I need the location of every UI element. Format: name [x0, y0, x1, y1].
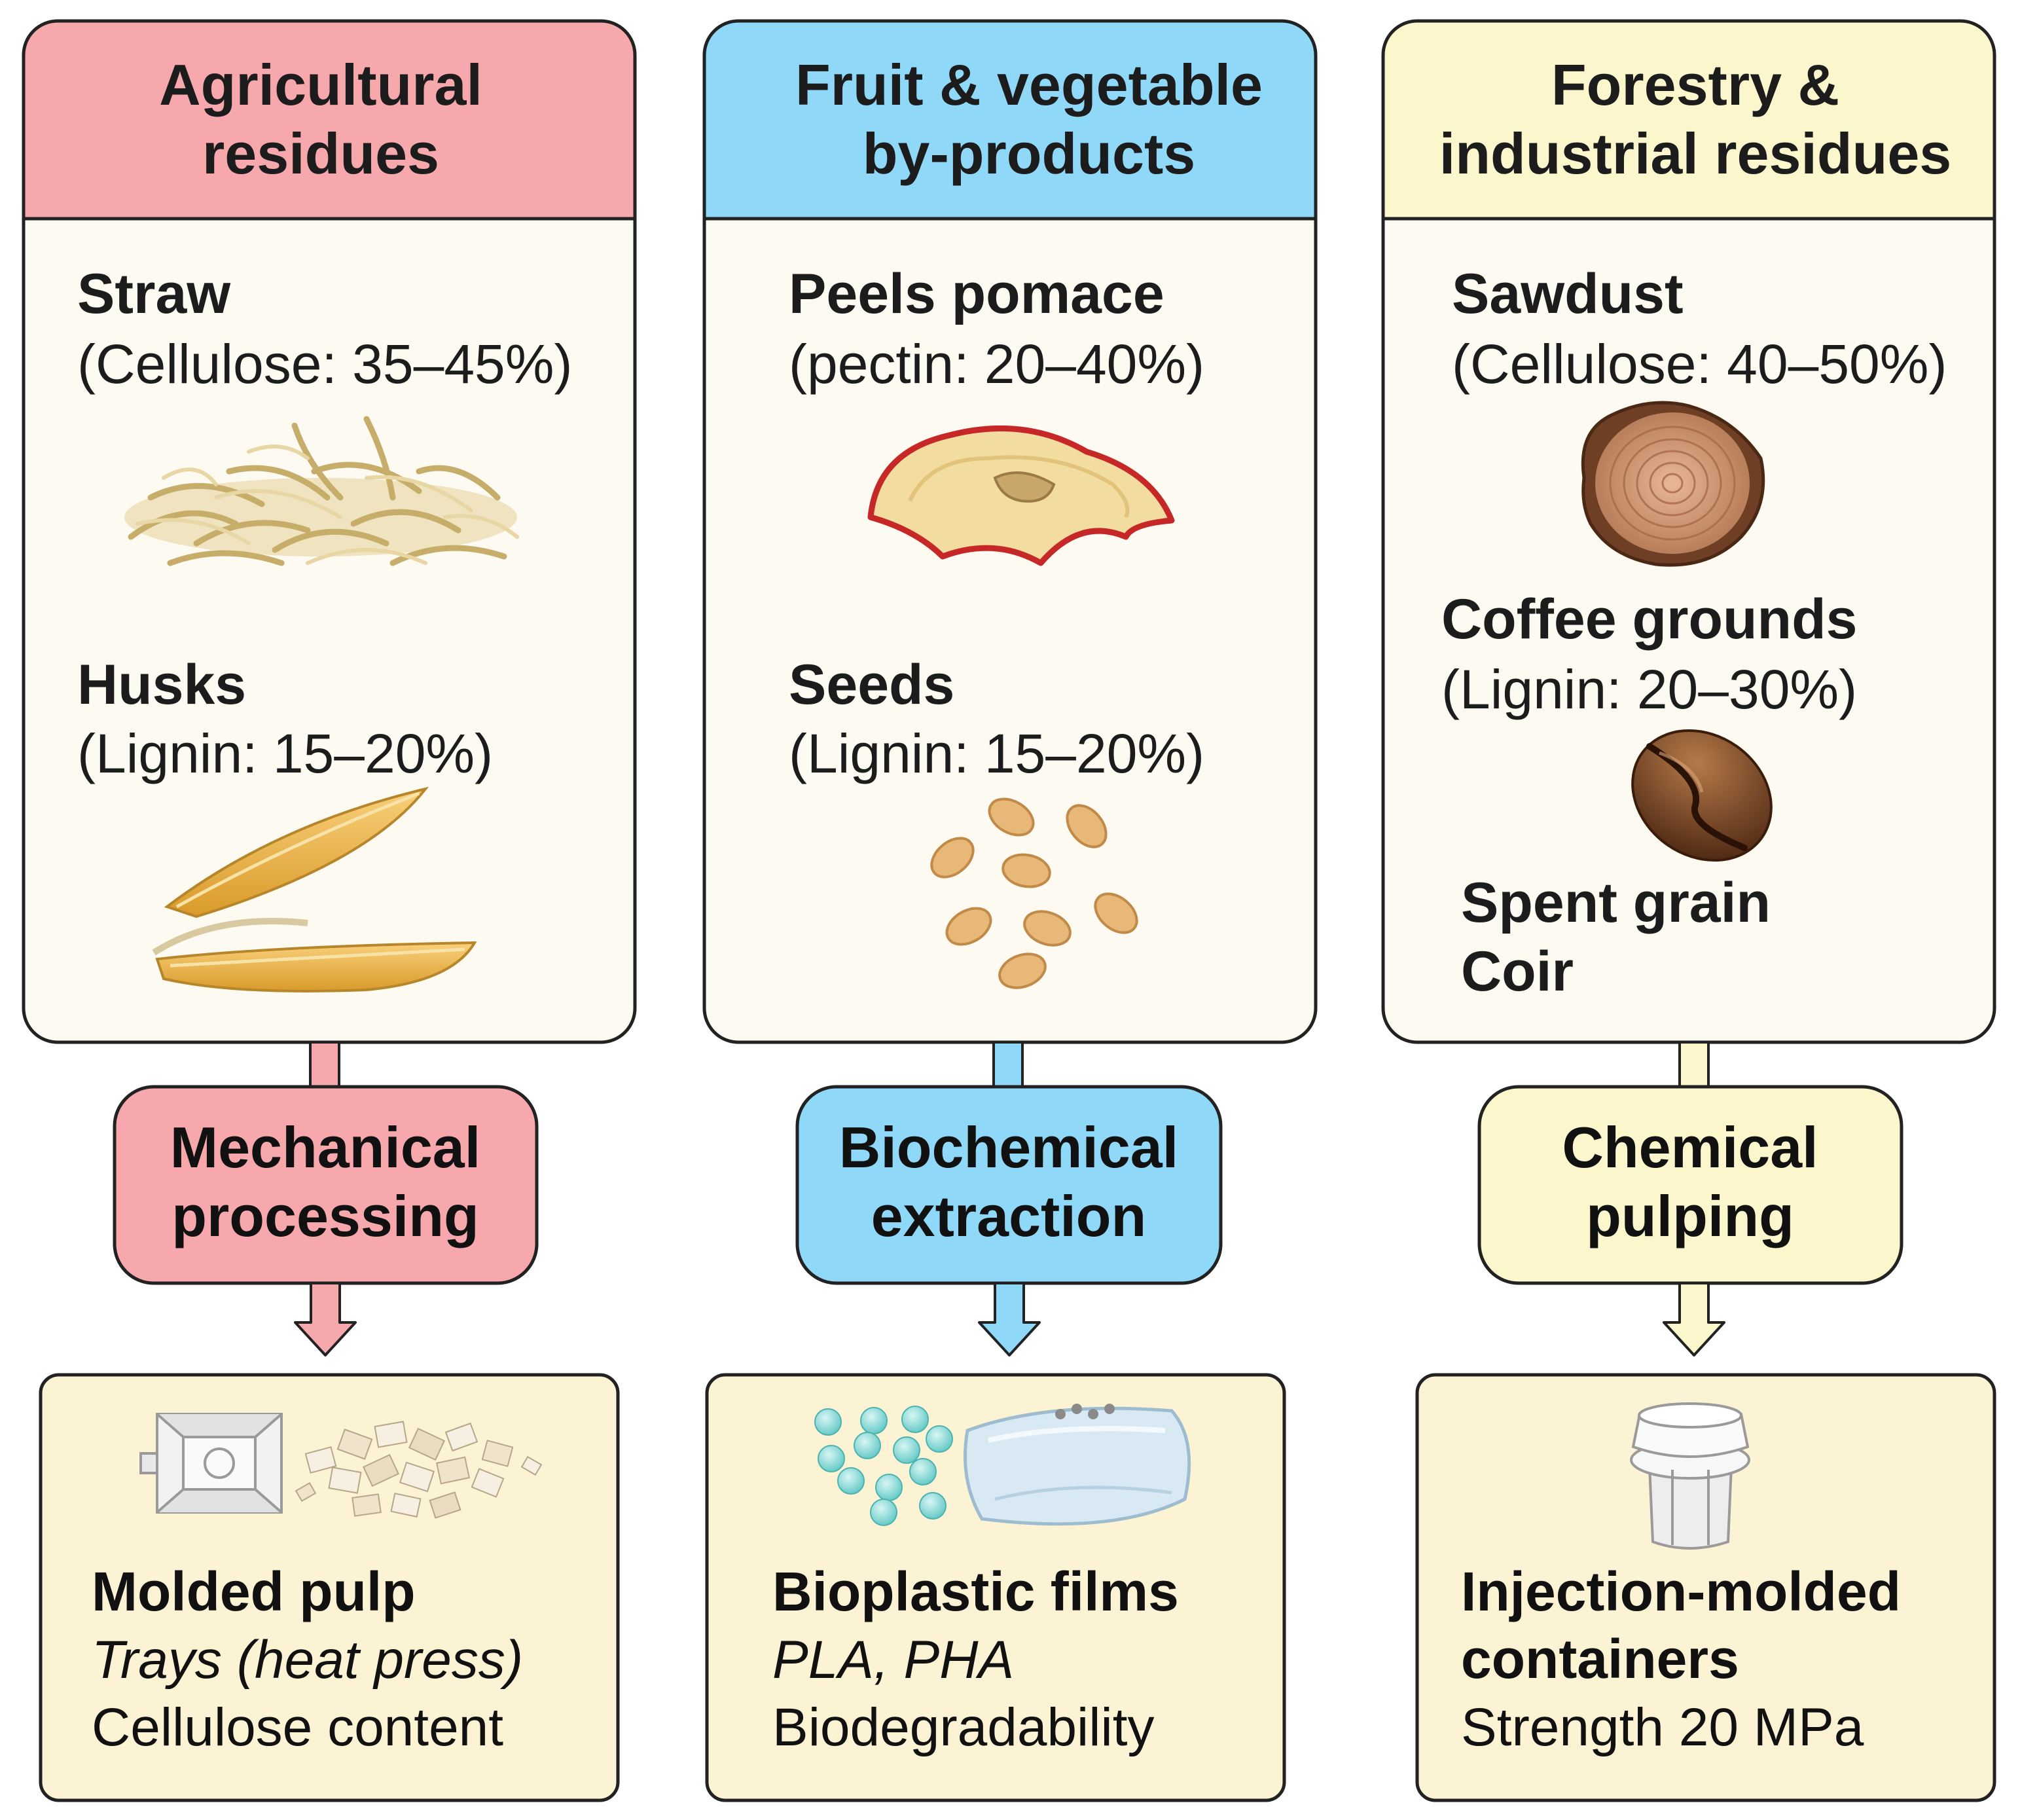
output-title-line1: Injection-molded	[1461, 1561, 1901, 1622]
column-agricultural: Agricultural residues Straw (Cellulose: …	[22, 19, 637, 1044]
output-note: Cellulose content	[92, 1698, 503, 1757]
header-line2: residues	[202, 121, 439, 186]
arrow-down-fruit	[978, 1282, 1041, 1356]
process-line1: Mechanical	[170, 1115, 480, 1180]
process-line2: processing	[171, 1184, 478, 1248]
item-detail-peels: (pectin: 20–40%)	[789, 333, 1204, 395]
process-line1: Biochemical	[839, 1115, 1178, 1180]
process-biochemical: Biochemical extraction	[795, 1085, 1223, 1285]
output-note: Biodegradability	[772, 1698, 1155, 1757]
pulp-flakes-icon	[295, 1421, 543, 1519]
header-band	[24, 21, 635, 219]
item-detail-seeds: (Lignin: 15–20%)	[789, 723, 1204, 784]
item-detail-straw: (Cellulose: 35–45%)	[77, 333, 572, 395]
process-mechanical: Mechanical processing	[113, 1085, 539, 1285]
arrow-down-agri	[294, 1282, 357, 1356]
item-label-coir: Coir	[1461, 940, 1574, 1003]
arrows-bottom	[294, 1282, 1725, 1356]
header-band	[704, 21, 1316, 219]
item-label-husks: Husks	[77, 653, 246, 716]
arrow-down-forest	[1663, 1282, 1725, 1356]
rice-husk-icon	[152, 786, 477, 992]
item-label-straw: Straw	[77, 263, 231, 325]
output-injection-molded: Injection-molded containers Strength 20 …	[1415, 1373, 1996, 1802]
connector-fruit	[992, 1041, 1024, 1089]
header-line2: industrial residues	[1439, 121, 1951, 186]
bioplastic-pellets-icon	[814, 1406, 953, 1526]
header-band	[1383, 21, 1994, 219]
output-box	[1415, 1373, 1996, 1802]
container-icon	[1630, 1402, 1750, 1550]
connector-forest	[1678, 1041, 1710, 1089]
column-forestry-industrial: Forestry & industrial residues Sawdust (…	[1381, 19, 1996, 1044]
wood-slice-icon	[1581, 401, 1765, 567]
item-label-seeds: Seeds	[789, 653, 954, 716]
plastic-bag-icon	[964, 1404, 1191, 1526]
header-line1: Agricultural	[159, 52, 482, 117]
column-fruit-vegetable: Fruit & vegetable by-products Peels poma…	[702, 19, 1318, 1044]
item-label-spent-grain: Spent grain	[1461, 871, 1771, 934]
output-title: Molded pulp	[92, 1561, 416, 1622]
output-title-line2: containers	[1461, 1628, 1739, 1690]
coffee-bean-icon	[1631, 729, 1773, 862]
process-line2: pulping	[1586, 1184, 1794, 1248]
item-label-sawdust: Sawdust	[1452, 263, 1684, 325]
output-bioplastic-films: Bioplastic films PLA, PHA Biodegradabili…	[705, 1373, 1286, 1802]
output-italic: Trays (heat press)	[92, 1630, 523, 1690]
header-line1: Forestry &	[1551, 52, 1839, 117]
item-label-coffee: Coffee grounds	[1441, 588, 1857, 651]
connectors-top	[309, 1041, 1710, 1089]
header-line1: Fruit & vegetable	[795, 52, 1263, 117]
item-label-peels: Peels pomace	[789, 263, 1164, 325]
connector-agri	[309, 1041, 340, 1089]
straw-pile-icon	[124, 416, 519, 566]
item-detail-coffee: (Lignin: 20–30%)	[1441, 659, 1857, 720]
process-line2: extraction	[871, 1184, 1147, 1248]
seeds-icon	[930, 797, 1138, 989]
output-note: Strength 20 MPa	[1461, 1698, 1864, 1757]
process-line1: Chemical	[1562, 1115, 1818, 1180]
header-line2: by-products	[863, 121, 1195, 186]
output-title: Bioplastic films	[772, 1561, 1179, 1622]
process-chemical: Chemical pulping	[1477, 1085, 1903, 1285]
output-italic: PLA, PHA	[772, 1630, 1014, 1690]
apple-peel-icon	[867, 425, 1175, 566]
item-detail-sawdust: (Cellulose: 40–50%)	[1452, 333, 1947, 395]
output-molded-pulp: Molded pulp Trays (heat press) Cellulose…	[39, 1373, 620, 1802]
item-detail-husks: (Lignin: 15–20%)	[77, 723, 493, 784]
molded-tray-icon	[139, 1413, 283, 1514]
